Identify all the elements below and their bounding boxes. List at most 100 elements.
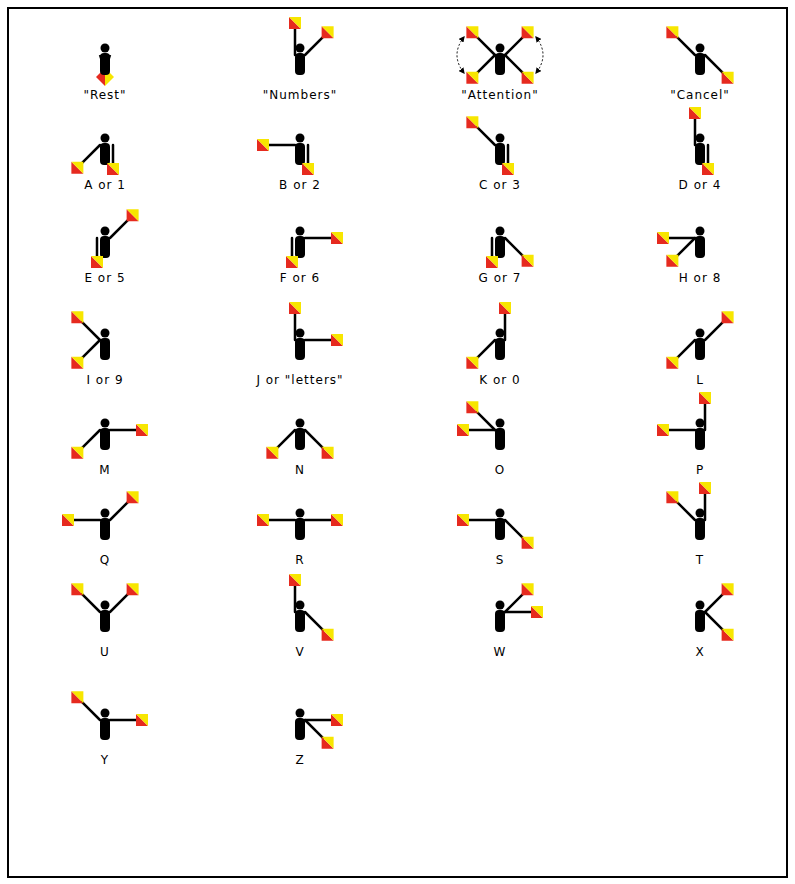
flag-red: [257, 514, 269, 526]
signaller-figure: [286, 227, 343, 269]
semaphore-flag: [522, 537, 534, 549]
body: [100, 610, 110, 632]
flag-red: [289, 574, 301, 586]
flag-yellow: [466, 116, 478, 128]
signal-label: O: [495, 463, 505, 477]
signaller-figure: [466, 302, 511, 369]
semaphore-flag: [107, 163, 119, 175]
arm-staff: [505, 238, 523, 256]
flag-yellow: [699, 392, 711, 404]
signal-label: R: [295, 553, 304, 567]
signaller-figure: [266, 419, 333, 459]
arm-staff: [294, 314, 297, 340]
arm-staff: [477, 55, 495, 73]
signal-label: J or "letters": [256, 373, 343, 387]
body: [695, 428, 705, 450]
semaphore-flag: [699, 482, 711, 494]
signal-label: G or 7: [479, 271, 522, 285]
body: [495, 428, 505, 450]
head: [496, 329, 505, 338]
head: [496, 419, 505, 428]
flag-yellow: [257, 514, 269, 526]
flag-red: [522, 583, 534, 595]
body: [695, 610, 705, 632]
arm-staff: [305, 430, 323, 448]
head: [496, 227, 505, 236]
flag-yellow: [136, 424, 148, 436]
flag-red: [689, 107, 701, 119]
signaller-figure: [295, 709, 343, 749]
flag-yellow: [457, 424, 469, 436]
semaphore-flag: [666, 357, 678, 369]
arm-staff: [505, 520, 523, 538]
semaphore-flag: [666, 255, 678, 267]
signaller-figure: [666, 26, 733, 83]
flag-red: [71, 357, 83, 369]
semaphore-flag: [457, 424, 469, 436]
semaphore-flag: [71, 311, 83, 323]
flag-yellow: [457, 514, 469, 526]
semaphore-flag: [722, 72, 734, 84]
head: [101, 44, 110, 53]
semaphore-flag: [457, 514, 469, 526]
head: [296, 509, 305, 518]
semaphore-flag: [522, 583, 534, 595]
flag-red: [71, 583, 83, 595]
semaphore-flag: [127, 491, 139, 503]
arm-staff: [277, 430, 295, 448]
signaller-figure: [71, 583, 138, 632]
semaphore-flag: [702, 163, 714, 175]
semaphore-flag: [522, 255, 534, 267]
signal-label: D or 4: [679, 178, 722, 192]
flag-yellow: [302, 163, 314, 175]
flag-red: [522, 537, 534, 549]
signaller-figure: [289, 302, 343, 360]
body: [295, 518, 305, 540]
flag-red: [331, 514, 343, 526]
semaphore-flag: [322, 26, 334, 38]
arm-staff: [491, 238, 494, 256]
signaller-figure: [466, 116, 514, 175]
flag-red: [657, 424, 669, 436]
flag-yellow: [91, 256, 103, 268]
arm-staff: [505, 37, 523, 55]
body: [100, 338, 110, 360]
head: [696, 509, 705, 518]
body: [695, 143, 705, 165]
signaller-figure: [657, 227, 705, 267]
head: [296, 44, 305, 53]
body: [295, 53, 305, 75]
arm-staff: [82, 594, 100, 612]
semaphore-flag: [71, 447, 83, 459]
flag-yellow: [666, 255, 678, 267]
flag-yellow: [722, 629, 734, 641]
flag-yellow: [466, 401, 478, 413]
arm-staff: [291, 238, 294, 256]
flag-yellow: [466, 26, 478, 38]
flag-yellow: [286, 256, 298, 268]
body: [695, 53, 705, 75]
semaphore-flag: [289, 17, 301, 29]
body: [100, 518, 110, 540]
body: [295, 338, 305, 360]
signal-label: "Cancel": [670, 88, 730, 102]
arm-staff: [96, 238, 99, 256]
semaphore-flag: [136, 424, 148, 436]
semaphore-flag: [699, 392, 711, 404]
arm-staff: [110, 220, 128, 238]
semaphore-flag: [466, 357, 478, 369]
arm-staff: [294, 29, 297, 55]
signaller-figure: [666, 482, 711, 540]
arm-staff: [469, 519, 495, 522]
head: [696, 329, 705, 338]
flag-yellow: [666, 491, 678, 503]
semaphore-flag: [136, 714, 148, 726]
semaphore-flag: [522, 26, 534, 38]
semaphore-flag: [289, 302, 301, 314]
semaphore-flag: [266, 447, 278, 459]
flag-yellow: [71, 162, 83, 174]
arm-staff: [505, 594, 523, 612]
head: [101, 509, 110, 518]
flag-yellow: [722, 311, 734, 323]
semaphore-flag: [722, 629, 734, 641]
